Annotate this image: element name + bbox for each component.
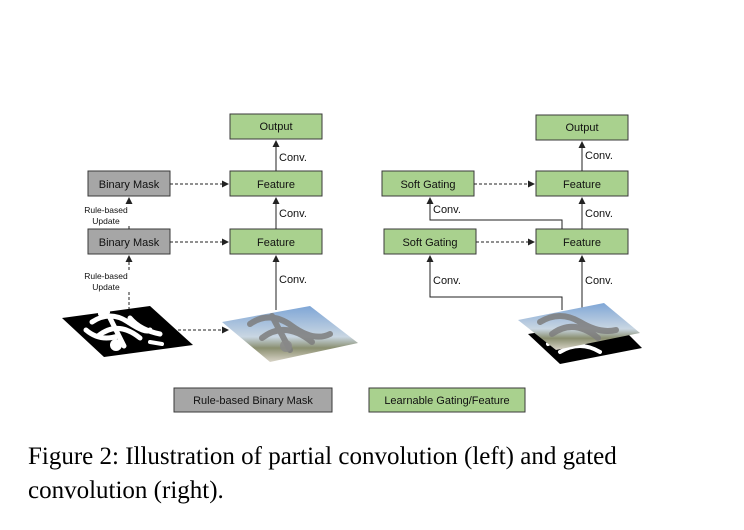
left-update-label-2a: Rule-based: [84, 205, 128, 215]
right-gating-conv-path-2: [426, 197, 563, 229]
right-panel: Output Feature Feature Soft Gating Soft …: [381, 114, 642, 364]
left-conv-label-1: Conv.: [279, 274, 307, 286]
right-soft-gating-bottom-box: [383, 228, 477, 255]
diagram-canvas: Output Feature Feature Binary Mask Binar…: [62, 113, 642, 413]
left-mask-image: [62, 306, 193, 357]
right-conv-label-3: Conv.: [585, 150, 613, 162]
left-conv-label-3: Conv.: [279, 152, 307, 164]
legend-gray-swatch: [173, 387, 333, 413]
figure-caption: Figure 2: Illustration of partial convol…: [28, 443, 617, 504]
right-conv-label-2: Conv.: [585, 208, 613, 220]
right-output-box: [535, 114, 629, 141]
legend-green-label: Learnable Gating/Feature: [384, 395, 509, 407]
left-update-label-1b: Update: [92, 282, 120, 292]
left-binary-mask-bottom-label: Binary Mask: [99, 237, 160, 249]
legend-green-swatch: [368, 387, 526, 413]
legend: Rule-based Binary Mask Learnable Gating/…: [173, 387, 526, 413]
left-binary-mask-bottom-box: [87, 228, 171, 255]
left-output-label: Output: [259, 121, 292, 133]
right-input-stack: [518, 303, 642, 364]
right-soft-gating-bottom-label: Soft Gating: [402, 237, 457, 249]
left-input-image: [222, 306, 358, 362]
right-feature-top-box: [535, 170, 629, 197]
left-feature-top-label: Feature: [257, 179, 295, 191]
left-conv-label-2: Conv.: [279, 208, 307, 220]
right-feature-bottom-label: Feature: [563, 237, 601, 249]
right-conv-label-1: Conv.: [585, 275, 613, 287]
left-feature-top-box: [229, 170, 323, 197]
left-output-box: [229, 113, 323, 140]
left-panel: Output Feature Feature Binary Mask Binar…: [62, 113, 358, 362]
right-gating-conv-label-2: Conv.: [433, 204, 461, 216]
left-update-label-1a: Rule-based: [84, 271, 128, 281]
left-binary-mask-top-label: Binary Mask: [99, 179, 160, 191]
right-feature-top-label: Feature: [563, 179, 601, 191]
legend-gray-label: Rule-based Binary Mask: [193, 395, 313, 407]
right-soft-gating-top-box: [381, 170, 475, 197]
left-update-label-2b: Update: [92, 216, 120, 226]
left-feature-bottom-label: Feature: [257, 237, 295, 249]
right-output-label: Output: [565, 122, 598, 134]
right-soft-gating-top-label: Soft Gating: [400, 179, 455, 191]
right-gating-conv-label-1: Conv.: [433, 275, 461, 287]
right-gating-conv-path-1: [426, 255, 563, 310]
